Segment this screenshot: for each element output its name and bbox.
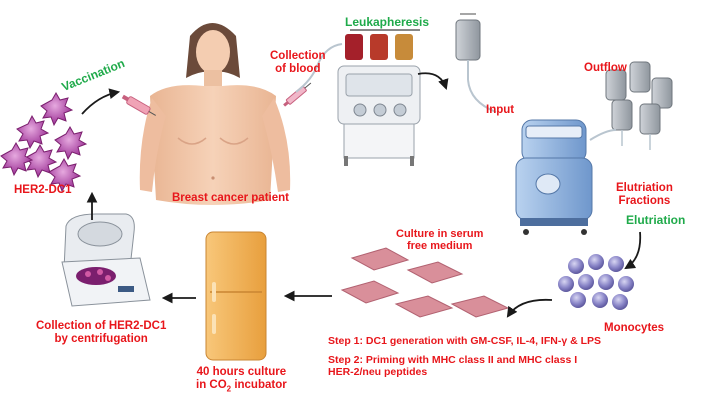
arrow-to-elutriation <box>417 72 449 91</box>
label-elutriation-fractions: Elutriation Fractions <box>616 182 673 207</box>
monocyte-cells <box>558 254 634 310</box>
label-step1: Step 1: DC1 generation with GM-CSF, IL-4… <box>328 335 602 347</box>
label-40-hours-culture: 40 hours culture in CO2 incubator <box>196 366 287 394</box>
culture-flasks <box>340 247 510 318</box>
leukapheresis-machine <box>337 29 421 166</box>
arrow-to-flasks <box>506 298 553 318</box>
dendritic-cells <box>0 91 88 193</box>
label-input: Input <box>486 104 515 116</box>
vaccine-syringe <box>121 94 156 116</box>
label-her2-dc1: HER2-DC1 <box>14 184 72 196</box>
blood-tubing <box>295 43 343 93</box>
label-collection-of-blood: Collection of blood <box>270 50 326 75</box>
fraction-bags <box>589 61 673 150</box>
label-leukapheresis: Leukapheresis <box>345 15 430 29</box>
co2-incubator <box>205 231 267 361</box>
label-elutriation: Elutriation <box>626 213 686 227</box>
centrifuge <box>61 213 151 307</box>
elutriation-machine <box>515 119 593 235</box>
label-outflow: Outflow <box>584 62 627 74</box>
flow-arrows <box>81 72 642 318</box>
arrow-to-vaccination <box>81 88 121 115</box>
label-step2: Step 2: Priming with MHC class II and MH… <box>328 354 578 378</box>
patient-figure <box>139 23 291 205</box>
label-monocytes: Monocytes <box>604 322 665 334</box>
syringe-icon <box>283 82 312 107</box>
label-collection-centrifugation: Collection of HER2-DC1 by centrifugation <box>36 320 167 345</box>
arrow-to-monocytes <box>624 231 642 270</box>
blood-bag-icon <box>455 13 497 113</box>
label-breast-cancer-patient: Breast cancer patient <box>172 192 289 204</box>
label-culture-serum-free: Culture in serum free medium <box>396 228 484 253</box>
